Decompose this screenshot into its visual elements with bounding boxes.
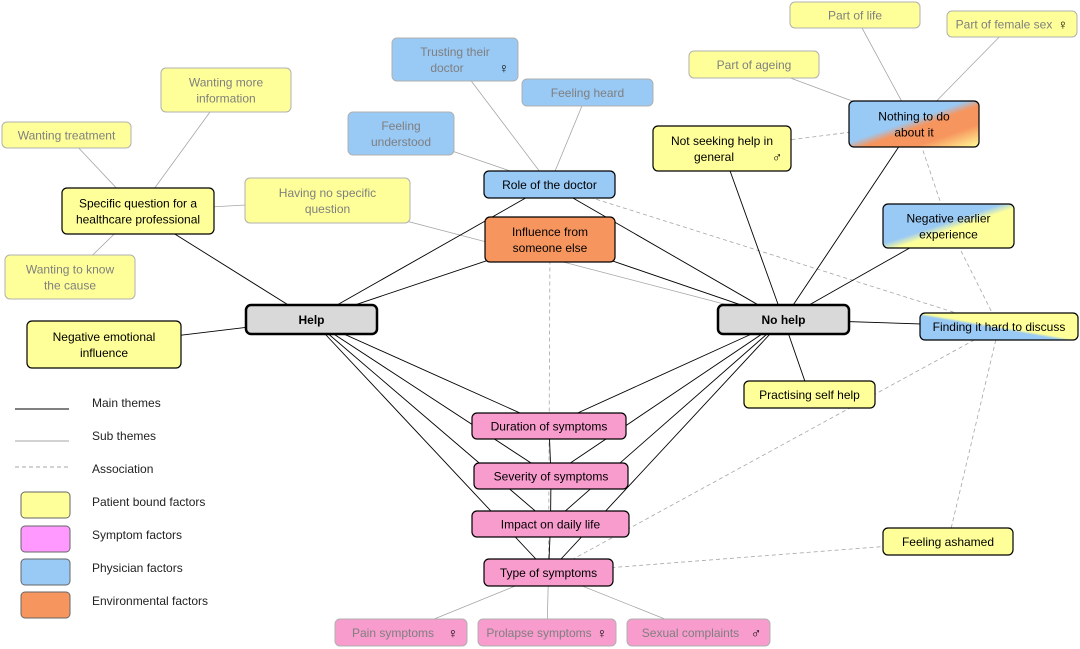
node-label: Part of life [828, 8, 882, 22]
node-label: Nothing to do [878, 109, 950, 123]
node-label: Duration of symptoms [491, 419, 608, 433]
node-label: Part of ageing [717, 58, 792, 72]
association-edge-type-symptoms-feeling-ashamed [548, 541, 949, 573]
female-symbol-icon: ♀ [597, 625, 608, 641]
node-label: someone else [513, 241, 588, 255]
node-label: Severity of symptoms [494, 469, 609, 483]
female-symbol-icon: ♀ [499, 60, 510, 76]
node-pain: Pain symptoms ♀ [334, 618, 468, 647]
male-symbol-icon: ♂ [751, 625, 762, 641]
node-type-symptoms: Type of symptoms [483, 558, 614, 587]
node-label: Type of symptoms [500, 566, 597, 580]
node-label: Sexual complaints [642, 626, 739, 640]
node-label: influence [80, 346, 128, 360]
node-part-of-life: Part of life [789, 1, 921, 29]
node-label: Having no specific [279, 186, 376, 200]
node-specific-question: Specific question for a healthcare profes… [61, 187, 215, 235]
node-wanting-info: Wanting more information [160, 67, 292, 113]
main-theme-edge-no-help-duration [548, 319, 784, 427]
main-theme-edge-help-role-doctor [311, 184, 550, 320]
node-negative-earlier: Negative earlier experience [882, 203, 1015, 249]
node-part-of-female: Part of female sex ♀ [946, 10, 1078, 38]
legend-symptom-factors: Symptom factors [92, 528, 182, 542]
main-theme-edge-no-help-severity [550, 319, 784, 477]
node-label: Wanting to know [26, 262, 115, 276]
node-label: general [694, 150, 734, 164]
main-theme-edge-no-help-not-seeking [721, 148, 784, 320]
main-theme-edge-help-duration [311, 319, 550, 427]
node-practising-self: Practising self help [743, 380, 876, 409]
main-theme-edge-help-severity [311, 319, 552, 477]
legend-sub-themes: Sub themes [92, 429, 156, 443]
node-label: Wanting treatment [18, 128, 116, 142]
legend-environmental-factors: Environmental factors [92, 594, 208, 608]
node-label: Impact on daily life [501, 517, 601, 531]
node-label: Specific question for a [79, 196, 197, 210]
node-label: Feeling heard [551, 86, 624, 100]
node-not-seeking: Not seeking help in general ♂ [652, 125, 792, 172]
female-symbol-icon: ♀ [1058, 16, 1069, 32]
female-symbol-icon: ♀ [448, 625, 459, 641]
node-feeling-heard: Feeling heard [521, 78, 654, 107]
node-label: question [305, 202, 350, 216]
node-severity: Severity of symptoms [473, 462, 629, 490]
node-no-specific-question: Having no specific question [244, 177, 411, 224]
main-theme-edge-no-help-role-doctor [549, 184, 784, 320]
association-edge-finding-hard-feeling-ashamed [947, 326, 1000, 542]
node-label: understood [371, 135, 431, 149]
male-symbol-icon: ♂ [772, 149, 783, 165]
node-finding-hard: Finding it hard to discuss [919, 312, 1079, 341]
node-label: Pain symptoms [352, 626, 434, 640]
association-edge-role-doctor-finding-hard [549, 184, 1000, 327]
main-theme-edge-no-help-nothing-to-do [783, 123, 915, 320]
node-label: experience [919, 227, 978, 241]
legend: Main themes Sub themes Association Patie… [15, 396, 208, 619]
node-no-help: No help [716, 303, 851, 336]
node-help: Help [244, 303, 379, 336]
node-label: about it [894, 125, 934, 139]
node-label: Wanting more [189, 75, 264, 89]
node-label: doctor [430, 61, 463, 75]
node-label: Role of the doctor [502, 178, 597, 192]
main-theme-edge-no-help-impact [550, 319, 784, 525]
node-label: Help [298, 313, 324, 327]
node-label: Influence from [512, 225, 588, 239]
node-duration: Duration of symptoms [471, 412, 627, 440]
node-wanting-treatment: Wanting treatment [1, 121, 132, 149]
node-feeling-ashamed: Feeling ashamed [882, 527, 1014, 556]
node-impact: Impact on daily life [471, 510, 630, 538]
node-label: Finding it hard to discuss [933, 320, 1066, 334]
node-label: Not seeking help in [671, 134, 773, 148]
node-influence-else: Influence from someone else [484, 216, 616, 263]
legend-main-themes: Main themes [92, 396, 161, 410]
node-label: Negative earlier [906, 211, 990, 225]
legend-association: Association [92, 462, 153, 476]
association-edge-negative-earlier-finding-hard [948, 225, 1000, 327]
node-label: Feeling [381, 119, 420, 133]
node-label: Prolapse symptoms [486, 626, 591, 640]
node-label: Practising self help [759, 388, 860, 402]
node-role-doctor: Role of the doctor [483, 170, 616, 199]
node-trusting-doctor: Trusting their doctor ♀ [391, 37, 519, 82]
node-sexual: Sexual complaints ♂ [626, 618, 771, 647]
node-label: Part of female sex [956, 17, 1053, 31]
node-label: Negative emotional [53, 330, 156, 344]
node-wanting-cause: Wanting to know the cause [4, 254, 136, 300]
node-label: Feeling ashamed [902, 535, 994, 549]
node-label: No help [762, 313, 806, 327]
main-theme-edge-help-impact [311, 319, 551, 525]
node-nothing-to-do: Nothing to do about it [848, 100, 980, 148]
sub-theme-edge-role-doctor-feeling-heard [549, 92, 588, 185]
legend-patient-factors: Patient bound factors [92, 495, 205, 509]
node-feeling-understood: Feeling understood [347, 111, 455, 156]
node-label: the cause [44, 278, 96, 292]
node-negative-emotional: Negative emotional influence [26, 320, 182, 369]
node-part-of-ageing: Part of ageing [688, 50, 820, 79]
node-label: information [196, 91, 255, 105]
node-label: healthcare professional [76, 212, 200, 226]
legend-physician-factors: Physician factors [92, 561, 183, 575]
node-prolapse: Prolapse symptoms ♀ [477, 618, 617, 647]
node-label: Trusting their [420, 45, 490, 59]
